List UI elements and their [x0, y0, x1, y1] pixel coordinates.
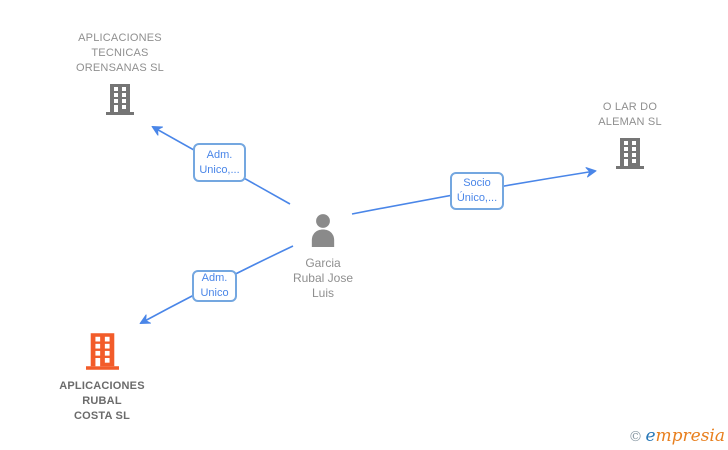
company-node-aplicaciones-tecnicas-orensanas[interactable]: APLICACIONES TECNICAS ORENSANAS SL: [50, 31, 190, 120]
company-node-aplicaciones-rubal-costa[interactable]: APLICACIONES RUBAL COSTA SL: [32, 333, 172, 424]
company-name: O LAR DO ALEMAN SL: [598, 101, 662, 128]
building-icon: [616, 138, 644, 174]
watermark-brand-initial: e: [645, 426, 656, 446]
building-icon-highlighted: [85, 333, 119, 375]
edge-label-socio-unico[interactable]: Socio Único,...: [450, 172, 504, 210]
building-icon: [106, 84, 134, 120]
watermark-brand-rest: mpresia: [655, 426, 726, 446]
company-name: APLICACIONES TECNICAS ORENSANAS SL: [76, 32, 164, 74]
empresia-watermark: ©empresia: [628, 426, 725, 446]
person-node-garcia-rubal-jose-luis[interactable]: Garcia Rubal Jose Luis: [253, 213, 393, 301]
company-node-o-lar-do-aleman[interactable]: O LAR DO ALEMAN SL: [560, 100, 700, 174]
person-name: Garcia Rubal Jose Luis: [292, 256, 354, 300]
person-icon: [306, 213, 340, 252]
edge-label-adm-unico-top[interactable]: Adm. Unico,...: [193, 143, 246, 182]
copyright-icon: ©: [628, 429, 643, 445]
company-name: APLICACIONES RUBAL COSTA SL: [59, 380, 145, 422]
edge-label-adm-unico-bottom[interactable]: Adm. Unico: [192, 270, 237, 302]
